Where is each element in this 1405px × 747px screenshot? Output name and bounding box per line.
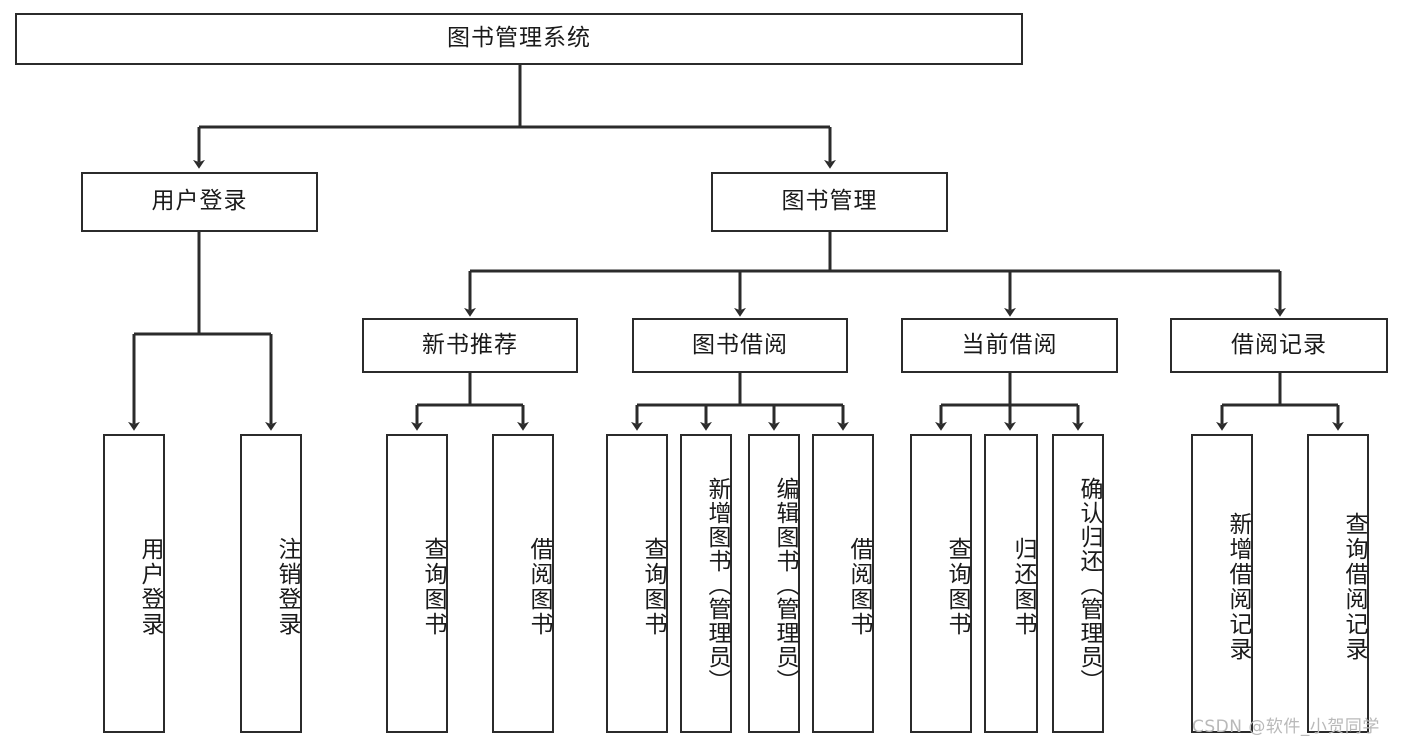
- node-book-manage[interactable]: 图书管理: [711, 172, 948, 232]
- leaf-add-book-admin[interactable]: 新增图书（管理员）: [680, 434, 732, 733]
- leaf-edit-book-admin[interactable]: 编辑图书（管理员）: [748, 434, 800, 733]
- node-root-book-management-system[interactable]: 图书管理系统: [15, 13, 1023, 65]
- leaf-query-book-borrow[interactable]: 查询图书: [606, 434, 668, 733]
- leaf-add-borrow-record[interactable]: 新增借阅记录: [1191, 434, 1253, 733]
- node-current-borrow[interactable]: 当前借阅: [901, 318, 1118, 373]
- node-borrow-record[interactable]: 借阅记录: [1170, 318, 1388, 373]
- leaf-query-borrow-record[interactable]: 查询借阅记录: [1307, 434, 1369, 733]
- leaf-borrow-book-borrow[interactable]: 借阅图书: [812, 434, 874, 733]
- leaf-borrow-book-recommend[interactable]: 借阅图书: [492, 434, 554, 733]
- leaf-query-book-current[interactable]: 查询图书: [910, 434, 972, 733]
- leaf-user-login[interactable]: 用户登录: [103, 434, 165, 733]
- node-book-borrow[interactable]: 图书借阅: [632, 318, 848, 373]
- leaf-confirm-return-admin[interactable]: 确认归还（管理员）: [1052, 434, 1104, 733]
- node-user-login[interactable]: 用户登录: [81, 172, 318, 232]
- leaf-return-book[interactable]: 归还图书: [984, 434, 1038, 733]
- node-new-book-recommend[interactable]: 新书推荐: [362, 318, 578, 373]
- leaf-logout-login[interactable]: 注销登录: [240, 434, 302, 733]
- leaf-query-book-recommend[interactable]: 查询图书: [386, 434, 448, 733]
